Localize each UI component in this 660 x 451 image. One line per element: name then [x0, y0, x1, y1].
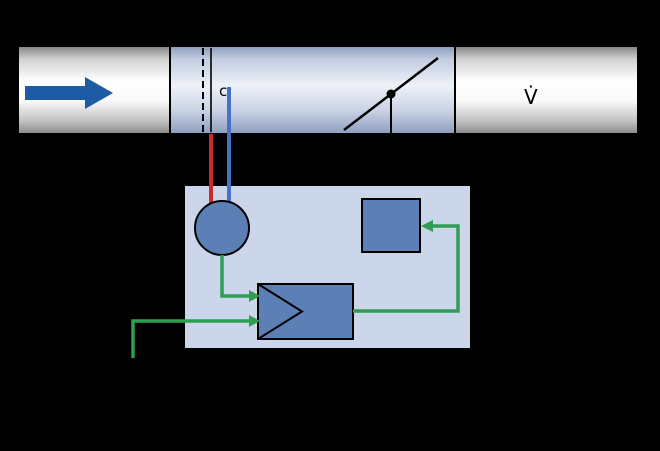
damper-actuator-box [361, 198, 421, 253]
velocity-tap-label: c [219, 82, 227, 100]
signal-line-measured-value [220, 255, 250, 298]
damper-pivot-dot [386, 89, 396, 99]
flow-arrow-icon [25, 77, 113, 109]
signal-line-setpoint [131, 319, 250, 358]
signal-arrowhead-measured-value [249, 290, 260, 302]
controller-chevron-icon [257, 283, 304, 340]
duct-measuring-section [169, 45, 456, 135]
signal-arrowhead-setpoint [249, 315, 260, 327]
signal-line-controller-output [353, 224, 460, 313]
volume-flow-label: V̇ [524, 85, 538, 109]
flow-transmitter-circle [194, 200, 250, 256]
signal-arrowhead-controller-output [421, 220, 433, 232]
